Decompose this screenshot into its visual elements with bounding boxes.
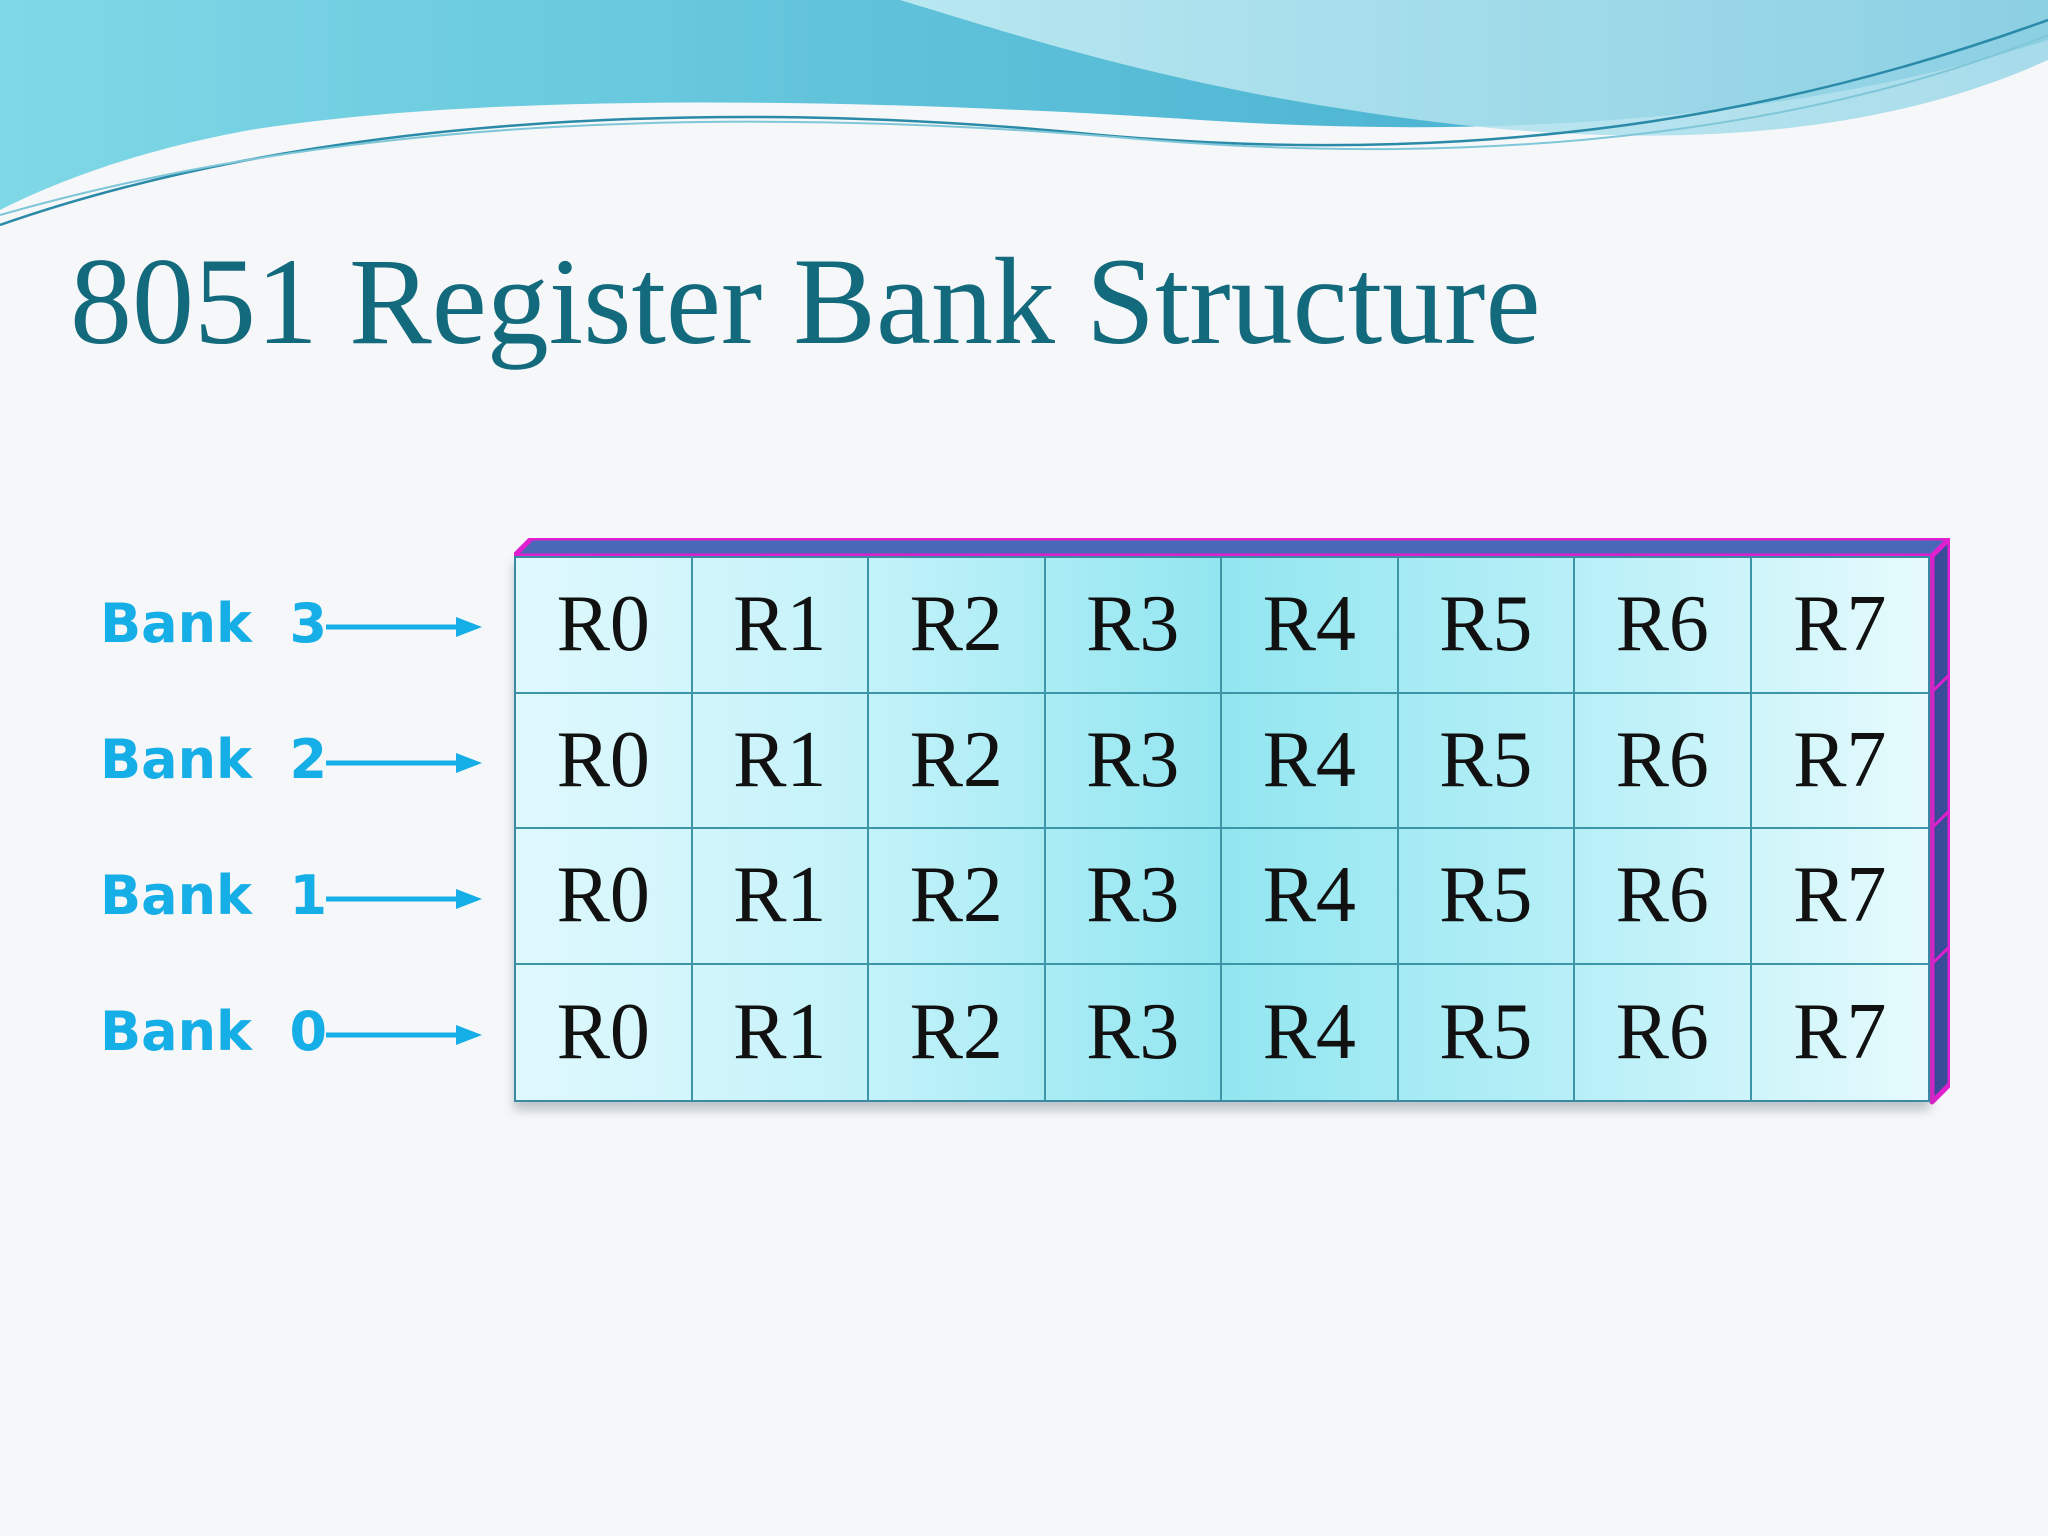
register-cell-bank0-r1: R1 [693, 964, 869, 1100]
register-cell-bank2-r2: R2 [869, 693, 1046, 829]
register-cell-bank3-r1: R1 [692, 558, 869, 694]
register-cell-bank2-r3: R3 [1045, 693, 1222, 829]
register-cell-bank2-r4: R4 [1222, 693, 1399, 829]
register-cell-bank1-r7: R7 [1751, 829, 1928, 965]
register-cell-bank3-r7: R7 [1751, 558, 1928, 694]
register-bank-block: R0 R1 R2 R3 R4 R5 R6 R7 R0 R1 R2 R3 R4 R… [514, 538, 1950, 1108]
register-cell-bank1-r4: R4 [1222, 829, 1399, 965]
register-cell-bank3-r2: R2 [869, 558, 1046, 694]
register-cell-bank3-r3: R3 [1045, 558, 1222, 694]
register-cell-bank3-r6: R6 [1575, 558, 1752, 694]
bank-label-1: Bank 1 [100, 864, 328, 927]
register-cell-bank1-r3: R3 [1045, 829, 1222, 965]
bank-label-0: Bank 0 [100, 1000, 328, 1063]
header-wave-decoration [0, 0, 2048, 227]
register-cell-bank0-r4: R4 [1222, 964, 1399, 1100]
register-cell-bank1-r5: R5 [1398, 829, 1575, 965]
register-cell-bank0-r7: R7 [1793, 987, 1887, 1076]
register-grid: R0 R1 R2 R3 R4 R5 R6 R7 R0 R1 R2 R3 R4 R… [514, 556, 1930, 1102]
register-cell-bank2-r5: R5 [1398, 693, 1575, 829]
register-cell-bank0-r2: R2 [869, 964, 1046, 1100]
arrow-right-icon [326, 889, 482, 909]
register-cell-bank0-r6: R6 [1575, 964, 1752, 1100]
register-cell-bank0-r0: R0 [516, 964, 693, 1100]
register-cell-bank3-r4: R4 [1222, 558, 1399, 694]
register-cell-bank2-r6: R6 [1575, 693, 1752, 829]
register-cell-bank3-r0: R0 [516, 558, 693, 694]
bank-label-3: Bank 3 [100, 592, 328, 655]
register-cell-bank1-r2: R2 [869, 829, 1046, 965]
arrow-right-icon [326, 617, 482, 637]
register-cell-bank3-r5: R5 [1398, 558, 1575, 694]
arrow-right-icon [326, 753, 482, 773]
register-cell-bank1-r6: R6 [1575, 829, 1752, 965]
arrow-right-icon [326, 1025, 482, 1045]
register-cell-bank2-r1: R1 [692, 693, 869, 829]
register-cell-bank1-r0: R0 [516, 829, 693, 965]
page-title: 8051 Register Bank Structure [70, 233, 1541, 370]
register-cell-bank2-r7: R7 [1751, 694, 1928, 829]
register-cell-bank0-r5: R5 [1399, 964, 1575, 1100]
bank-label-2: Bank 2 [100, 728, 328, 791]
register-cell-bank0-r3: R3 [1046, 964, 1222, 1100]
register-cell-bank1-r1: R1 [692, 829, 869, 965]
register-cell-bank2-r0: R0 [516, 693, 693, 829]
